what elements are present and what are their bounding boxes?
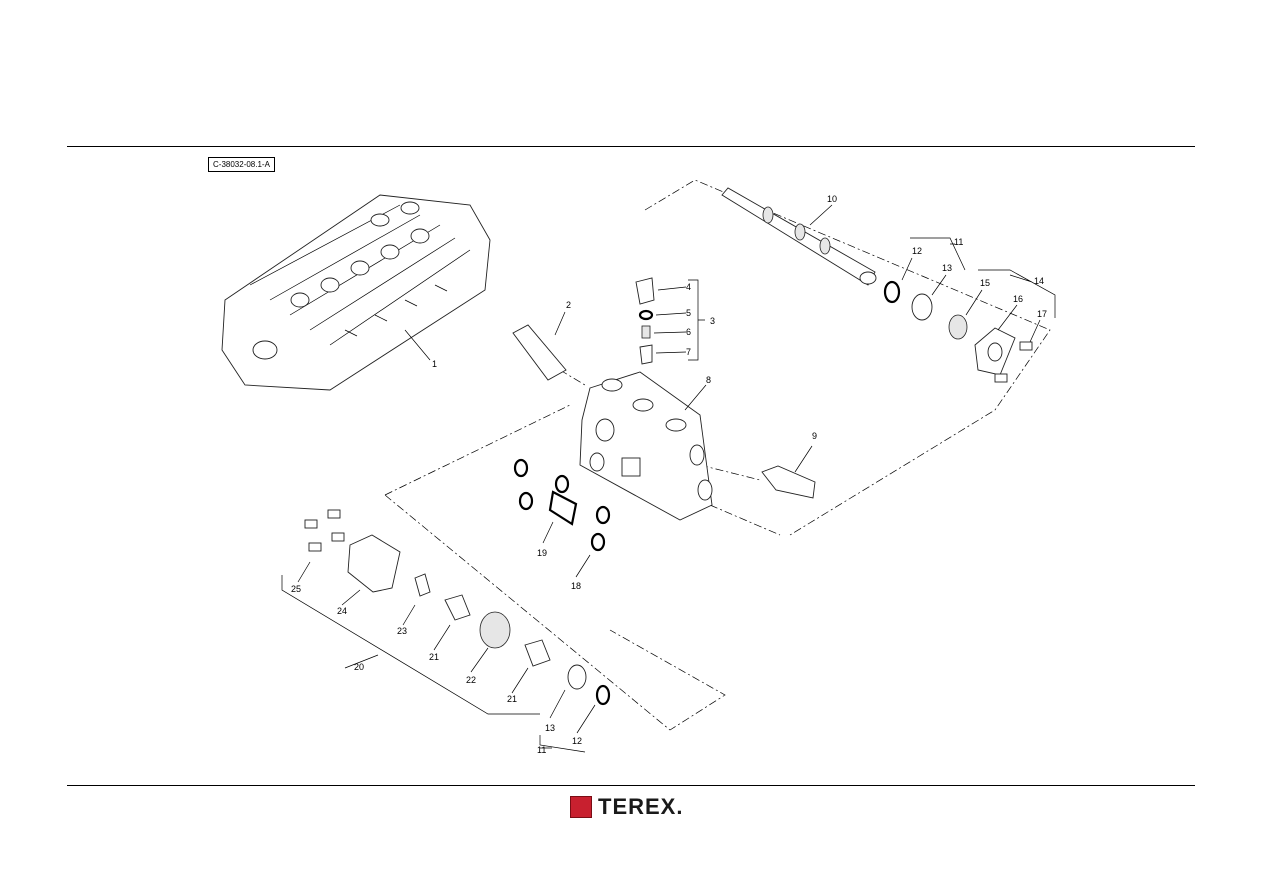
callout-1: 1 <box>432 359 437 369</box>
callout-13a: 13 <box>942 263 952 273</box>
callout-21b: 21 <box>507 694 517 704</box>
spring-22 <box>479 611 511 649</box>
seal-15 <box>948 314 968 340</box>
spring-6 <box>641 325 651 339</box>
spool <box>721 187 877 286</box>
brand-name: TEREX. <box>598 794 684 819</box>
terex-logo-icon <box>570 796 592 818</box>
callout-17: 17 <box>1037 309 1047 319</box>
callout-22: 22 <box>466 675 476 685</box>
callout-3: 3 <box>710 316 715 326</box>
callout-21a: 21 <box>429 652 439 662</box>
callout-13b: 13 <box>545 723 555 733</box>
o-ring-5 <box>638 309 654 321</box>
callout-8: 8 <box>706 375 711 385</box>
callout-19: 19 <box>537 548 547 558</box>
callout-2: 2 <box>566 300 571 310</box>
callout-10: 10 <box>827 194 837 204</box>
figure-id-label: C-38032-08.1-A <box>208 157 275 172</box>
header-rule <box>67 146 1195 147</box>
section-group-outline <box>384 404 726 731</box>
callout-15: 15 <box>980 278 990 288</box>
washer-13b <box>567 664 587 690</box>
valve-section-body <box>579 371 713 521</box>
callout-20: 20 <box>354 662 364 672</box>
plug-4 <box>635 277 655 305</box>
bolt-23 <box>414 573 431 597</box>
callout-7: 7 <box>686 347 691 357</box>
screw-17a <box>1019 341 1033 351</box>
callout-25: 25 <box>291 584 301 594</box>
callout-11a: 11 <box>954 237 963 247</box>
o-ring-12a <box>883 280 901 304</box>
callout-12b: 12 <box>572 736 582 746</box>
callout-14: 14 <box>1034 276 1044 286</box>
callout-4: 4 <box>686 282 691 292</box>
spool-group-outline <box>644 179 1051 536</box>
callout-18: 18 <box>571 581 581 591</box>
relief-cartridge-2 <box>512 324 567 381</box>
spring-seat-21b <box>524 639 551 667</box>
poppet-7 <box>639 344 653 365</box>
callout-5: 5 <box>686 308 691 318</box>
washer-13a <box>911 293 933 321</box>
callout-16: 16 <box>1013 294 1023 304</box>
callout-23: 23 <box>397 626 407 636</box>
valve-bank-assembly <box>221 194 491 391</box>
spring-seat-21a <box>444 594 471 621</box>
callout-24: 24 <box>337 606 347 616</box>
relief-cartridge-9 <box>761 465 816 499</box>
o-ring-12b <box>595 684 611 706</box>
footer-rule <box>67 785 1195 786</box>
terex-logo: TEREX. <box>570 794 684 819</box>
screw-17b <box>994 373 1008 383</box>
callout-6: 6 <box>686 327 691 337</box>
cap-24 <box>347 534 401 593</box>
o-ring-18 <box>590 532 606 552</box>
callout-12a: 12 <box>912 246 922 256</box>
seal-19 <box>548 490 578 526</box>
callout-11b: 11 <box>537 745 546 755</box>
callout-9: 9 <box>812 431 817 441</box>
